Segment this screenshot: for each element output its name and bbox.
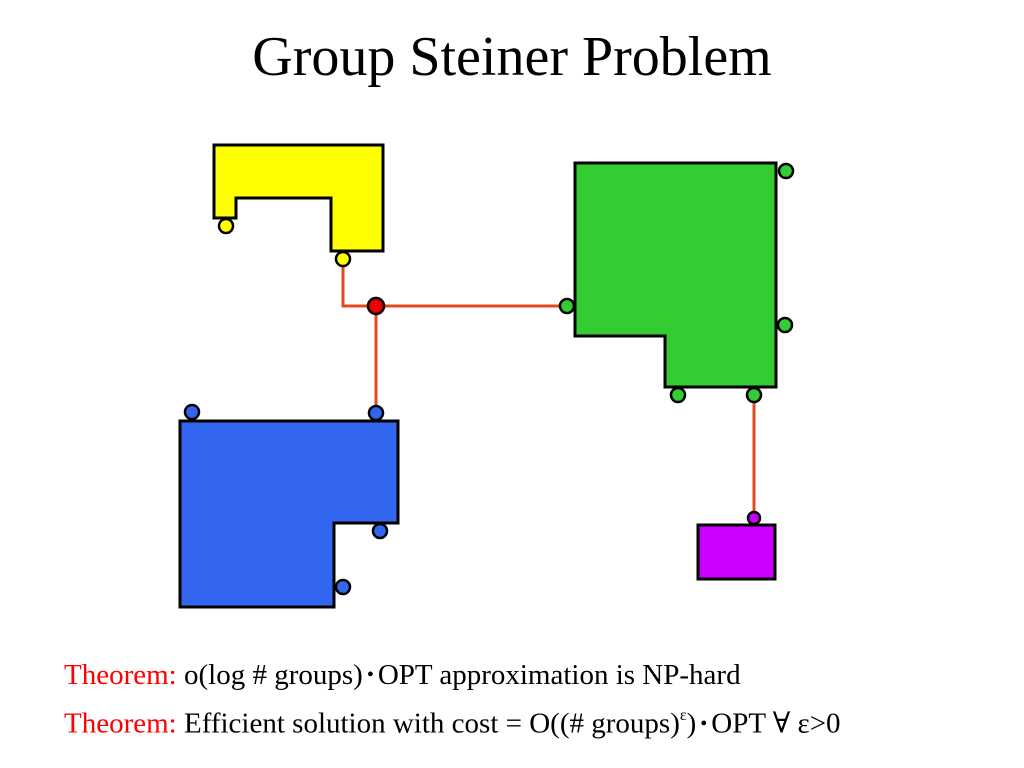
theorem-label: Theorem: — [64, 659, 177, 691]
theorem-text-part: OPT approximation is NP-hard — [377, 659, 741, 691]
green-terminal — [669, 386, 687, 404]
green-terminal — [745, 386, 763, 404]
purple-group-region — [696, 523, 777, 581]
green-group-region — [573, 161, 778, 389]
green-terminal — [776, 316, 794, 334]
yellow-terminal — [217, 217, 235, 235]
theorem-text-part: OPT ∀ ε>0 — [711, 707, 841, 740]
green-terminal — [558, 297, 576, 315]
yellow-terminal — [334, 250, 352, 268]
yellow-group — [212, 143, 385, 268]
purple-terminal — [746, 510, 762, 526]
slide-title: Group Steiner Problem — [252, 26, 772, 88]
blue-terminal — [367, 404, 385, 422]
theorem-upper-bound: Theorem: Efficient solution with cost = … — [64, 700, 841, 745]
theorem-text-part: o(log # groups) — [183, 659, 363, 691]
blue-group — [178, 403, 400, 609]
blue-terminal — [183, 403, 201, 421]
blue-terminal — [371, 522, 389, 540]
theorem-hardness: Theorem: o(log # groups)•OPT approximati… — [64, 657, 741, 696]
epsilon-exponent: ε — [679, 707, 687, 724]
theorem-label: Theorem: — [64, 707, 177, 740]
blue-group-region — [178, 419, 400, 609]
green-terminal — [777, 162, 795, 180]
blue-terminal — [334, 578, 352, 596]
edge-yellow-to-steiner — [341, 259, 376, 308]
purple-group — [696, 510, 777, 581]
yellow-group-region — [212, 143, 385, 253]
steiner-tree-edges — [341, 259, 756, 518]
theorem-text-part: ) — [686, 707, 697, 740]
bullet-operator: • — [700, 712, 708, 735]
steiner-node — [366, 296, 386, 316]
bullet-operator: • — [366, 664, 374, 686]
theorem-text-part: Efficient solution with cost = O((# grou… — [183, 707, 680, 740]
green-group — [558, 161, 795, 404]
